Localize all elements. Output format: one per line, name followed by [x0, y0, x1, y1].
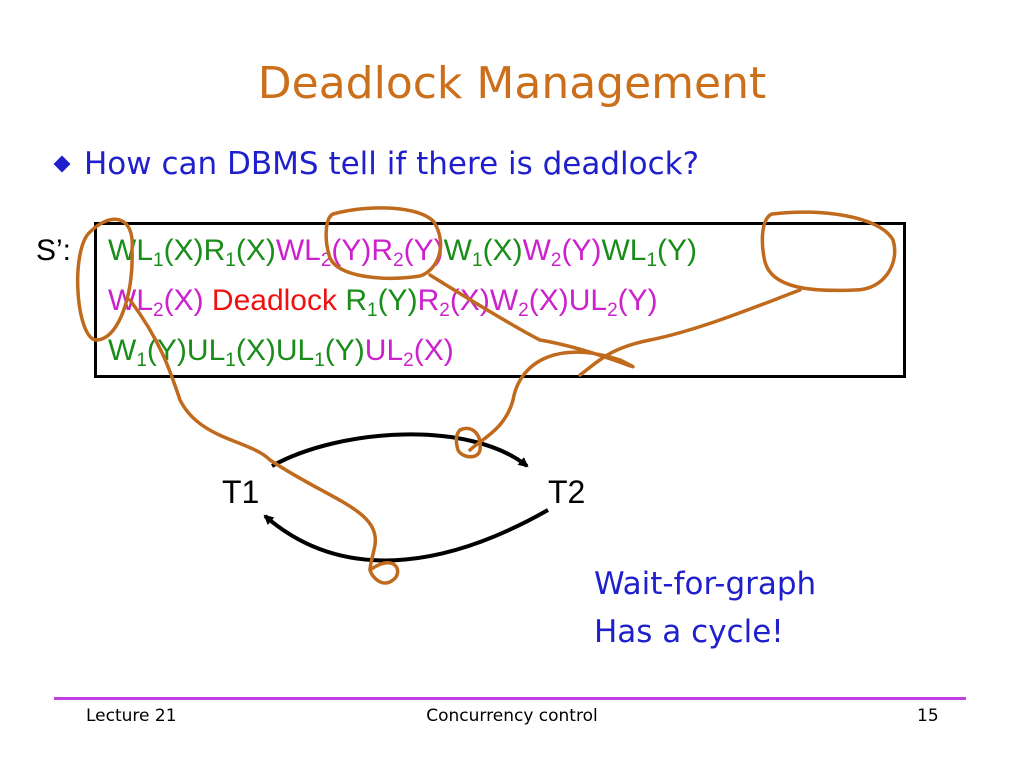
- edge-t2-to-t1: [263, 508, 549, 563]
- schedule-op: UL2(X): [364, 334, 454, 371]
- schedule-op: W1(X): [443, 234, 523, 271]
- node-t1: T1: [222, 474, 260, 510]
- node-t2: T2: [548, 474, 586, 510]
- schedule-op: W2(Y): [522, 234, 602, 271]
- schedule-op: WL2(Y): [275, 234, 372, 271]
- circle-t2-edge: [368, 561, 400, 585]
- schedule-op: Deadlock: [211, 284, 346, 317]
- circle-wl1-y: [760, 210, 897, 293]
- slide-title: Deadlock Management: [257, 58, 767, 109]
- footer-lecture: Lecture 21: [86, 706, 177, 726]
- bullet-question: How can DBMS tell if there is deadlock?: [53, 146, 700, 182]
- circle-wl1-x: [75, 217, 134, 342]
- edge-t1-to-t2: [271, 432, 529, 468]
- schedule-line-2: WL2(X) Deadlock R1(Y)R2(X)W2(X)UL2(Y): [108, 284, 658, 321]
- schedule-op: UL1(Y): [275, 334, 365, 371]
- bullet-text: How can DBMS tell if there is deadlock?: [84, 146, 700, 182]
- schedule-op: UL1(X): [186, 334, 276, 371]
- schedule-label: S’:: [36, 234, 72, 267]
- schedule-op: WL1(X): [108, 234, 204, 271]
- schedule-op: WL1(Y): [601, 234, 698, 271]
- footer-topic: Concurrency control: [426, 706, 598, 726]
- schedule-op: UL2(Y): [568, 284, 658, 321]
- schedule-line-1: WL1(X)R1(X)WL2(Y)R2(Y)W1(X)W2(Y)WL1(Y): [108, 234, 698, 271]
- circle-wl2-y: [324, 206, 443, 280]
- footer-page-number: 15: [917, 706, 939, 726]
- handwritten-annotation: [75, 206, 897, 585]
- trace-wl1-y: [578, 288, 802, 377]
- note-line-1: Wait-for-graph: [594, 566, 817, 602]
- note-line-2: Has a cycle!: [594, 614, 784, 650]
- schedule-op: W2(X): [489, 284, 569, 321]
- schedule-op: W1(Y): [108, 334, 187, 371]
- schedule-op: R1(Y): [345, 284, 418, 321]
- schedule-op: R1(X): [203, 234, 276, 271]
- circle-t1-edge: [454, 426, 482, 459]
- schedule-line-3: W1(Y)UL1(X)UL1(Y)UL2(X): [108, 334, 454, 371]
- schedule-box: [94, 222, 906, 378]
- trace-t1-edge: [128, 298, 377, 572]
- trace-t2-edge: [428, 273, 635, 452]
- footer-rule: [54, 697, 966, 700]
